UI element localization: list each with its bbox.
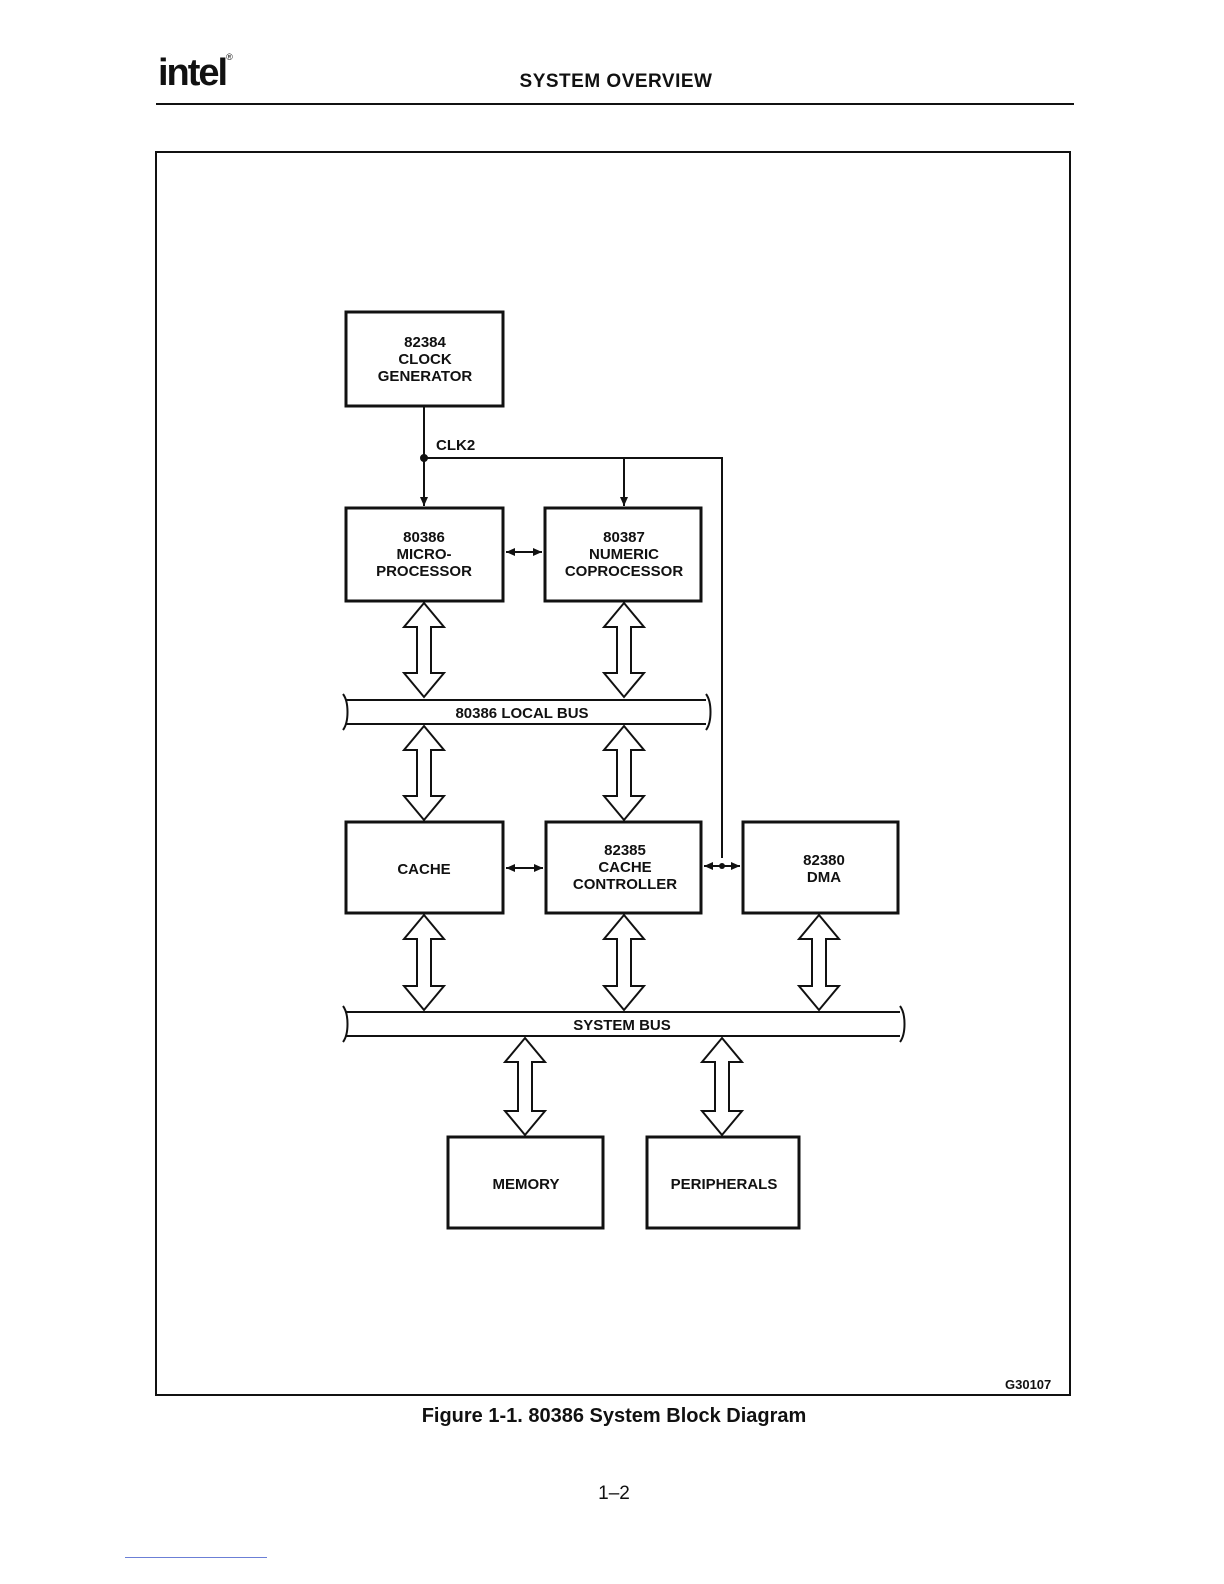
cache-controller-label-1: 82385 — [604, 842, 646, 859]
clock-generator-label-2: CLOCK — [398, 351, 451, 368]
cache-controller-label-3: CONTROLLER — [573, 876, 677, 893]
local-bus-controller-arrow — [604, 726, 644, 820]
system-bus-label: SYSTEM BUS — [573, 1017, 671, 1034]
peripherals-label: PERIPHERALS — [671, 1176, 778, 1193]
memory-label: MEMORY — [493, 1176, 560, 1193]
cache-system-bus-arrow — [404, 915, 444, 1010]
cpu-local-bus-arrow — [404, 603, 444, 697]
clock-generator-label-1: 82384 — [404, 334, 446, 351]
page-number: 1–2 — [0, 1483, 1224, 1505]
figure-caption: Figure 1-1. 80386 System Block Diagram — [0, 1405, 1224, 1428]
cache-label: CACHE — [397, 861, 450, 878]
coprocessor-local-bus-arrow — [604, 603, 644, 697]
cache-controller-label-2: CACHE — [598, 859, 651, 876]
controller-system-bus-arrow — [604, 915, 644, 1010]
coprocessor-label-3: COPROCESSOR — [565, 563, 684, 580]
microprocessor-label-1: 80386 — [403, 529, 445, 546]
dma-label-1: 82380 — [803, 852, 845, 869]
controller-dma-junction — [719, 863, 725, 869]
clk2-line — [421, 406, 722, 858]
system-bus-memory-arrow — [505, 1038, 545, 1135]
coprocessor-label-2: NUMERIC — [589, 546, 659, 563]
system-bus-peripherals-arrow — [702, 1038, 742, 1135]
local-bus-cache-arrow — [404, 726, 444, 820]
microprocessor-label-3: PROCESSOR — [376, 563, 472, 580]
clk2-label: CLK2 — [436, 437, 475, 454]
footer-link-underline — [125, 1557, 267, 1558]
dma-label-2: DMA — [807, 869, 841, 886]
dma-system-bus-arrow — [799, 915, 839, 1010]
coprocessor-label-1: 80387 — [603, 529, 645, 546]
clock-generator-label-3: GENERATOR — [378, 368, 473, 385]
figure-id: G30107 — [1005, 1377, 1051, 1392]
local-bus-label: 80386 LOCAL BUS — [455, 705, 588, 722]
microprocessor-label-2: MICRO- — [397, 546, 452, 563]
